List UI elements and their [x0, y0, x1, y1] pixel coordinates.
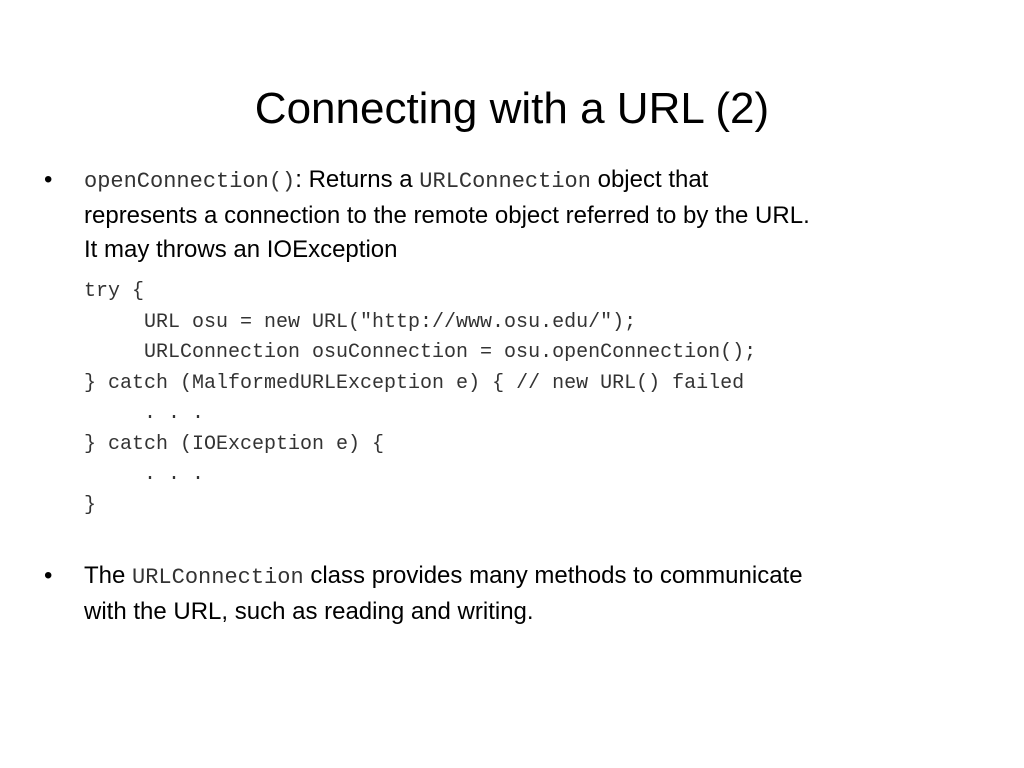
code-line: try {	[84, 280, 145, 303]
class-name: URLConnection	[419, 169, 591, 194]
bullet-text-segment: : Returns a	[295, 166, 420, 193]
bullet-text: openConnection(): Returns a URLConnectio…	[84, 163, 974, 267]
bullet-marker: •	[44, 562, 53, 589]
code-line: } catch (IOException e) {	[84, 432, 385, 456]
code-block: try { URL osu = new URL("http://www.osu.e…	[84, 277, 756, 521]
code-line: . . .	[144, 402, 205, 425]
bullet-text: The URLConnection class provides many me…	[84, 559, 974, 629]
class-name: URLConnection	[132, 565, 304, 590]
bullet-text-segment: object that	[590, 166, 709, 193]
code-line: URLConnection osuConnection = osu.openCo…	[144, 341, 757, 364]
bullet-line-1: openConnection(): Returns a URLConnectio…	[84, 163, 974, 199]
slide-title: Connecting with a URL (2)	[254, 84, 770, 133]
bullet-text-segment: class provides many methods to communica…	[303, 562, 803, 589]
bullet-line-3: It may throws an IOException	[84, 236, 398, 263]
method-name: openConnection()	[84, 169, 296, 194]
bullet-line-2: with the URL, such as reading and writin…	[84, 598, 534, 625]
code-line: URL osu = new URL("http://www.osu.edu/")…	[144, 310, 637, 334]
bullet-line-1: The URLConnection class provides many me…	[84, 559, 974, 595]
code-line: } catch (MalformedURLException e) { // n…	[84, 371, 745, 395]
code-line: . . .	[144, 463, 205, 486]
bullet-line-2: represents a connection to the remote ob…	[84, 202, 810, 229]
code-line: }	[84, 493, 97, 517]
bullet-text-segment: The	[84, 562, 133, 589]
bullet-marker: •	[44, 166, 53, 193]
